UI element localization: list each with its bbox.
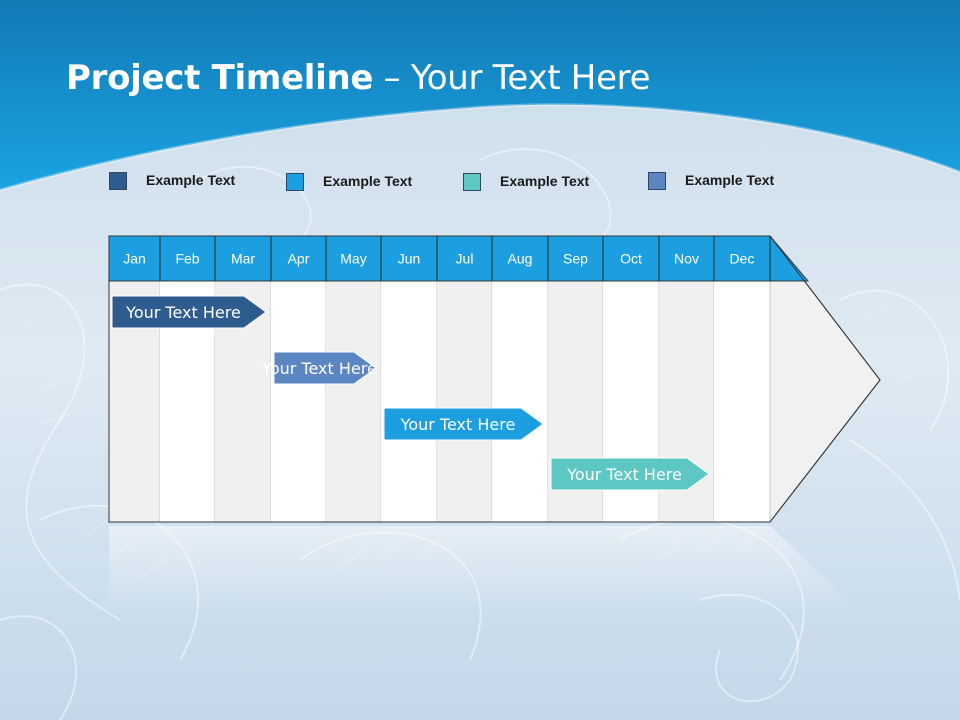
legend-label: Example Text: [685, 172, 775, 188]
month-label: Jul: [456, 251, 474, 267]
title-rest: – Your Text Here: [373, 58, 651, 98]
month-label: Oct: [620, 251, 642, 267]
task-bar: [550, 457, 710, 491]
task-label: Your Text Here: [261, 359, 377, 378]
month-label: Mar: [231, 251, 255, 267]
header-band-highlight: [0, 103, 960, 192]
task-label: Your Text Here: [566, 465, 682, 484]
legend-swatch: [648, 172, 666, 190]
month-column: [714, 281, 770, 522]
chart-reflection: [109, 526, 860, 612]
month-label: Jun: [398, 251, 421, 267]
header-band: [0, 0, 960, 190]
month-column: [381, 281, 437, 522]
month-label: Nov: [674, 251, 699, 267]
month-column: [326, 281, 381, 522]
task-bar: [383, 407, 544, 441]
month-column: [271, 281, 326, 522]
legend-label: Example Text: [146, 172, 236, 188]
month-column: [492, 281, 548, 522]
month-label: Aug: [508, 251, 533, 267]
legend-label: Example Text: [500, 173, 590, 189]
legend-swatch: [463, 173, 481, 191]
task-bar: [273, 351, 377, 385]
title-bold: Project Timeline: [66, 58, 374, 98]
month-label: May: [340, 251, 366, 267]
task-label: Your Text Here: [400, 415, 516, 434]
legend-swatch: [109, 172, 127, 190]
chart-arrow-outline: [108, 235, 881, 523]
month-label: Apr: [288, 251, 310, 267]
month-label: Sep: [563, 251, 588, 267]
month-column: [437, 281, 492, 522]
task-bar: [111, 295, 267, 329]
page-title: Project Timeline – Your Text Here: [66, 58, 651, 98]
task-label: Your Text Here: [125, 303, 241, 322]
legend-swatch: [286, 173, 304, 191]
legend-label: Example Text: [323, 173, 413, 189]
timeline-chart: Jan Feb Mar Apr May Jun Jul Aug Sep Oct Nov DecYour…: [108, 235, 881, 612]
month-label: Feb: [175, 251, 199, 267]
month-label: Jan: [123, 251, 146, 267]
month-label: Dec: [730, 251, 755, 267]
